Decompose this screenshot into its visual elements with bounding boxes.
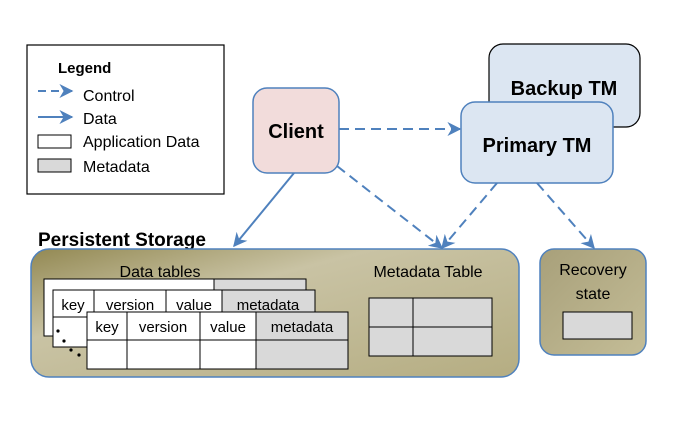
primary-to-metadata-control-arrow [441,182,498,250]
metadata-table-label: Metadata Table [373,264,482,281]
front-value-header: value [210,319,246,336]
application-data-swatch [37,134,72,149]
front-key-header: key [95,319,119,336]
backup-tm-label: Backup TM [511,78,618,100]
recovery-state-label-line2: state [576,286,611,303]
front-metadata-header: metadata [271,319,334,336]
legend-data-label: Data [83,111,117,128]
legend-control-label: Control [83,88,135,105]
middle-key-header: key [61,297,85,314]
primary-tm-node: Primary TM [460,101,614,184]
front-version-header: version [139,319,187,336]
data-tables-label: Data tables [120,264,201,281]
client-node: Client [252,87,340,174]
legend: Legend Control Data Application Data Met… [26,44,225,195]
stack-ellipsis [56,329,81,357]
recovery-state-node: Recovery state [539,248,647,356]
legend-appdata-label: Application Data [83,134,200,151]
client-to-storage-data-arrow [233,172,295,248]
client-to-metadata-control-arrow [336,165,444,249]
legend-title: Legend [58,60,111,77]
primary-tm-box [460,101,614,184]
client-box [252,87,340,174]
legend-metadata-label: Metadata [83,159,150,176]
primary-to-recovery-control-arrow [536,182,595,250]
arrows [233,122,595,250]
middle-metadata-header: metadata [237,297,300,314]
metadata-table [368,297,493,357]
data-table-front: key version value metadata [86,311,349,370]
middle-version-header: version [106,297,154,314]
recovery-state-record [562,311,633,340]
persistent-storage: Data tables Metadata Table key version v… [30,248,520,378]
metadata-swatch [37,158,72,173]
middle-value-header: value [176,297,212,314]
primary-tm-label: Primary TM [483,135,592,157]
recovery-state-label-line1: Recovery [559,262,627,279]
persistent-storage-title: Persistent Storage [38,230,206,251]
client-label: Client [268,121,324,143]
